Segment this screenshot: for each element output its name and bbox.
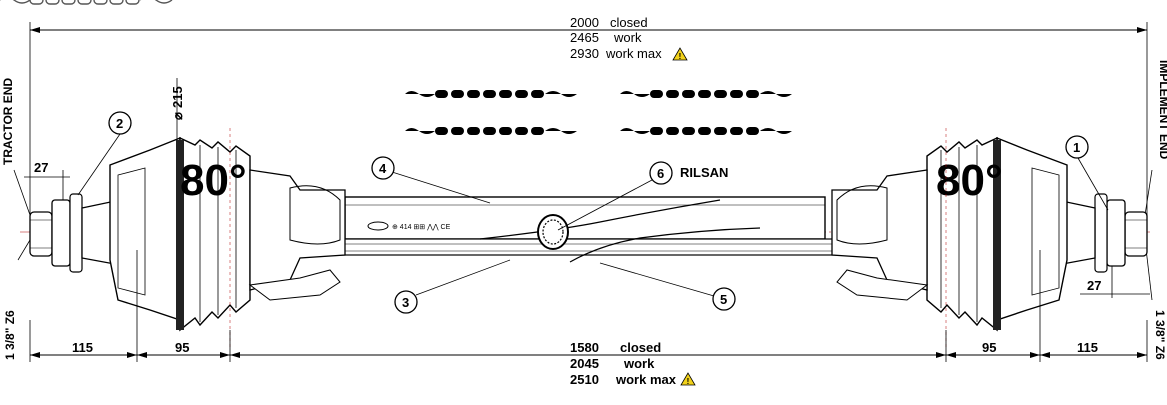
svg-text:3: 3	[402, 295, 409, 310]
safety-chain-icon	[0, 0, 173, 5]
left-offset-value: 27	[34, 160, 48, 175]
shaft-marking: ⊕ 414 ⊞⊞ ⋀⋀ CE	[392, 223, 451, 231]
diameter-symbol: ⌀	[170, 112, 185, 120]
left-spline-label: 1 3/8" Z6	[3, 310, 17, 360]
warning-triangle-icon: !	[680, 372, 696, 386]
bottom-dim-label-0: closed	[620, 340, 661, 355]
bottom-dimension: 1580 closed 2045 work 2510 work max !	[570, 340, 696, 387]
top-dim-value-0: 2000	[570, 15, 599, 30]
top-dim-label-0: closed	[610, 15, 648, 30]
left-angle-label: 80°	[180, 156, 247, 205]
rilsan-label: RILSAN	[680, 165, 728, 180]
right-offset-value: 27	[1087, 278, 1101, 293]
left-inner-segment: 95	[175, 340, 189, 355]
diameter-dimension: ⌀ 215	[170, 78, 185, 140]
top-dim-label-1: work	[613, 30, 642, 45]
warning-triangle-icon: !	[672, 47, 688, 61]
callout-4: 4	[371, 156, 491, 204]
bottom-segment-dimensions: 115 95 95 115	[29, 250, 1148, 362]
right-angle-label: 80°	[936, 156, 1003, 205]
top-dimension: 2000 closed 2465 work 2930 work max !	[29, 15, 1148, 215]
top-dim-value-2: 2930	[570, 46, 599, 61]
bottom-dim-value-0: 1580	[570, 340, 599, 355]
safety-chain-icon	[404, 126, 578, 136]
right-outer-segment: 115	[1077, 340, 1098, 355]
diameter-value: 215	[170, 86, 185, 108]
left-offset-dimension: 27	[24, 160, 70, 200]
svg-text:!: !	[687, 377, 690, 386]
left-half-assembly	[29, 136, 346, 332]
svg-text:4: 4	[379, 161, 387, 176]
safety-chain-icon	[619, 126, 793, 136]
svg-text:1: 1	[1073, 140, 1080, 155]
callout-2: 2	[77, 111, 132, 196]
bottom-dim-label-1: work	[623, 356, 655, 371]
right-inner-segment: 95	[982, 340, 996, 355]
right-spline-label: 1 3/8" Z6	[1153, 310, 1167, 360]
top-dim-label-2: work max	[605, 46, 662, 61]
left-outer-segment: 115	[72, 340, 93, 355]
safety-chain-icon	[619, 89, 793, 99]
callout-5: 5	[599, 262, 736, 311]
callout-1: 1	[1065, 135, 1109, 211]
implement-end-label: IMPLEMENT END	[1157, 60, 1167, 160]
top-dim-value-1: 2465	[570, 30, 599, 45]
svg-text:6: 6	[657, 166, 664, 181]
svg-text:5: 5	[720, 292, 727, 307]
svg-text:2: 2	[116, 116, 123, 131]
rilsan-section	[537, 214, 569, 250]
tractor-end-label: TRACTOR END	[1, 78, 15, 165]
central-tubes: ⊕ 414 ⊞⊞ ⋀⋀ CE	[319, 196, 841, 263]
right-offset-dimension: 27	[1080, 260, 1150, 298]
guide-lines	[229, 128, 947, 350]
callout-6: 6 RILSAN	[557, 161, 728, 231]
safety-chain-icon	[404, 89, 578, 99]
callout-3: 3	[394, 259, 511, 314]
bottom-dim-value-2: 2510	[570, 372, 599, 387]
bottom-dim-value-1: 2045	[570, 356, 599, 371]
bottom-dim-label-2: work max	[615, 372, 677, 387]
svg-text:!: !	[679, 52, 682, 61]
